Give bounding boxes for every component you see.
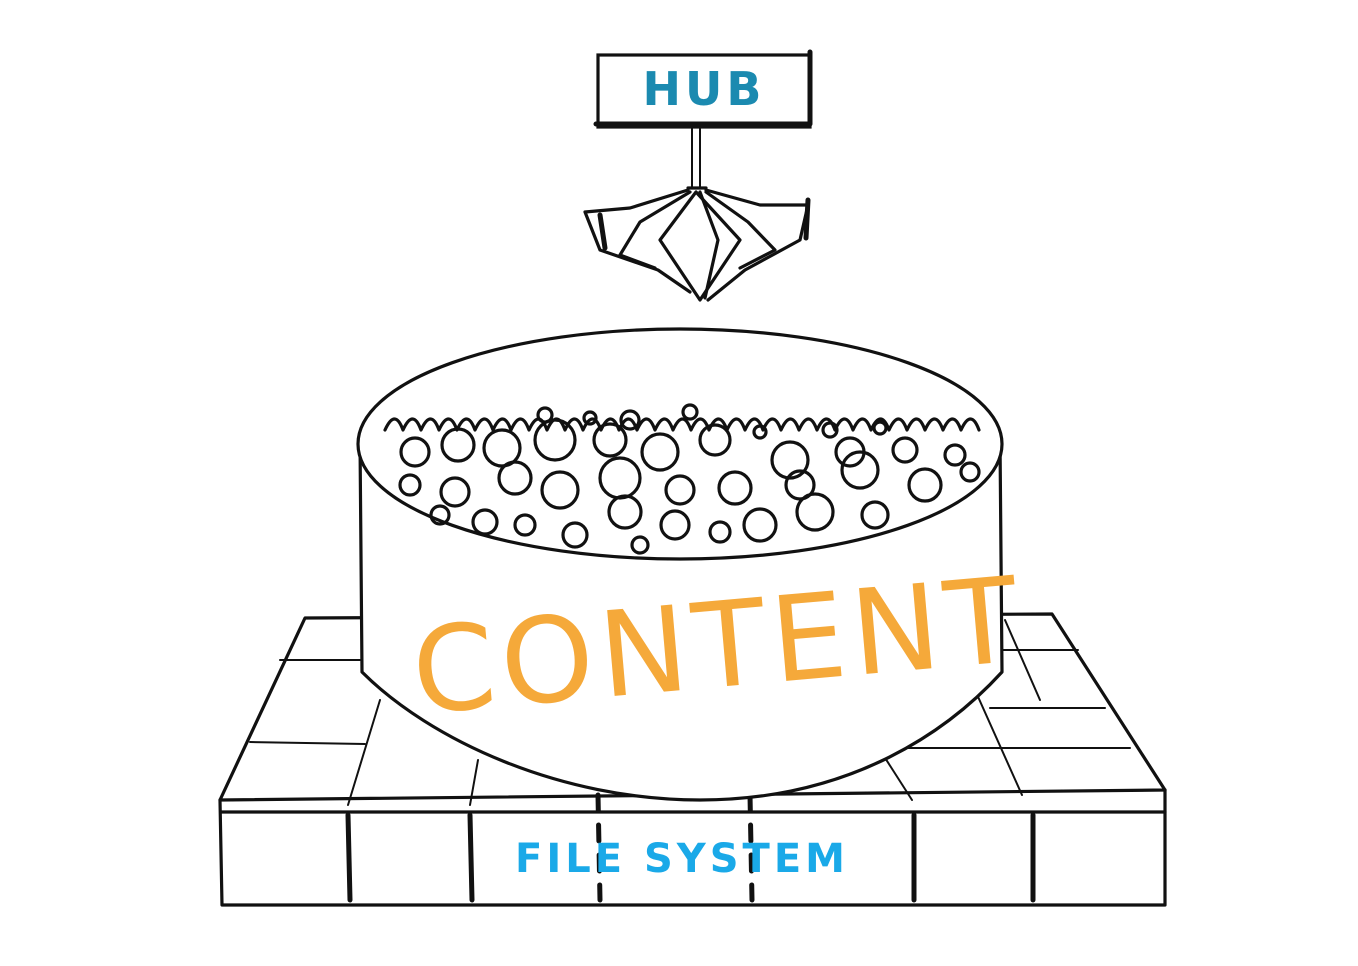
content-bucket-rim xyxy=(356,327,1004,561)
content-surface xyxy=(383,417,981,432)
content-bubbles xyxy=(398,403,981,555)
file-system-label: FILE SYSTEM xyxy=(515,836,849,882)
content-bucket: CONTENT xyxy=(356,327,1029,802)
hub-label: HUB xyxy=(643,62,766,116)
file-system-front xyxy=(218,788,1167,907)
claw-icon xyxy=(583,126,811,302)
hub-sign: HUB xyxy=(593,49,813,129)
